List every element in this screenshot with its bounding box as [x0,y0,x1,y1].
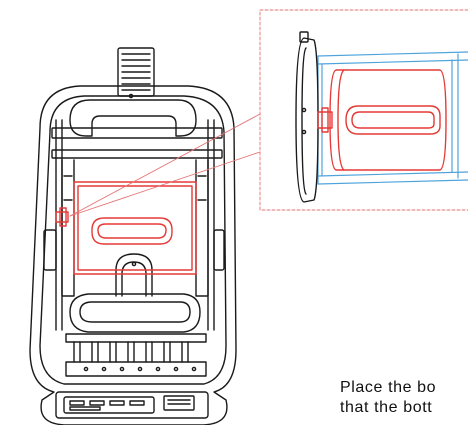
callout-pointer [69,113,261,217]
roll-flange [295,31,319,203]
callout-border [259,9,468,211]
upper-grip [51,93,223,159]
sensor-comb [65,333,207,377]
top-handle [117,47,155,97]
lower-grip [69,253,201,333]
roll-holder [55,211,69,223]
inner-shell [39,95,227,385]
cover-rails [43,119,225,331]
roll-core [91,217,173,245]
detail-callout [259,9,468,211]
caption-line-2: that the bott [340,399,433,416]
printer-body [29,47,237,425]
roll-detail-core [345,105,441,135]
media-roll [55,181,197,275]
roll-detail [317,69,447,171]
outer-shell [29,85,237,425]
caption-line-1: Place the bo [340,379,437,396]
base-panel [55,391,209,419]
media-guides [61,159,209,297]
